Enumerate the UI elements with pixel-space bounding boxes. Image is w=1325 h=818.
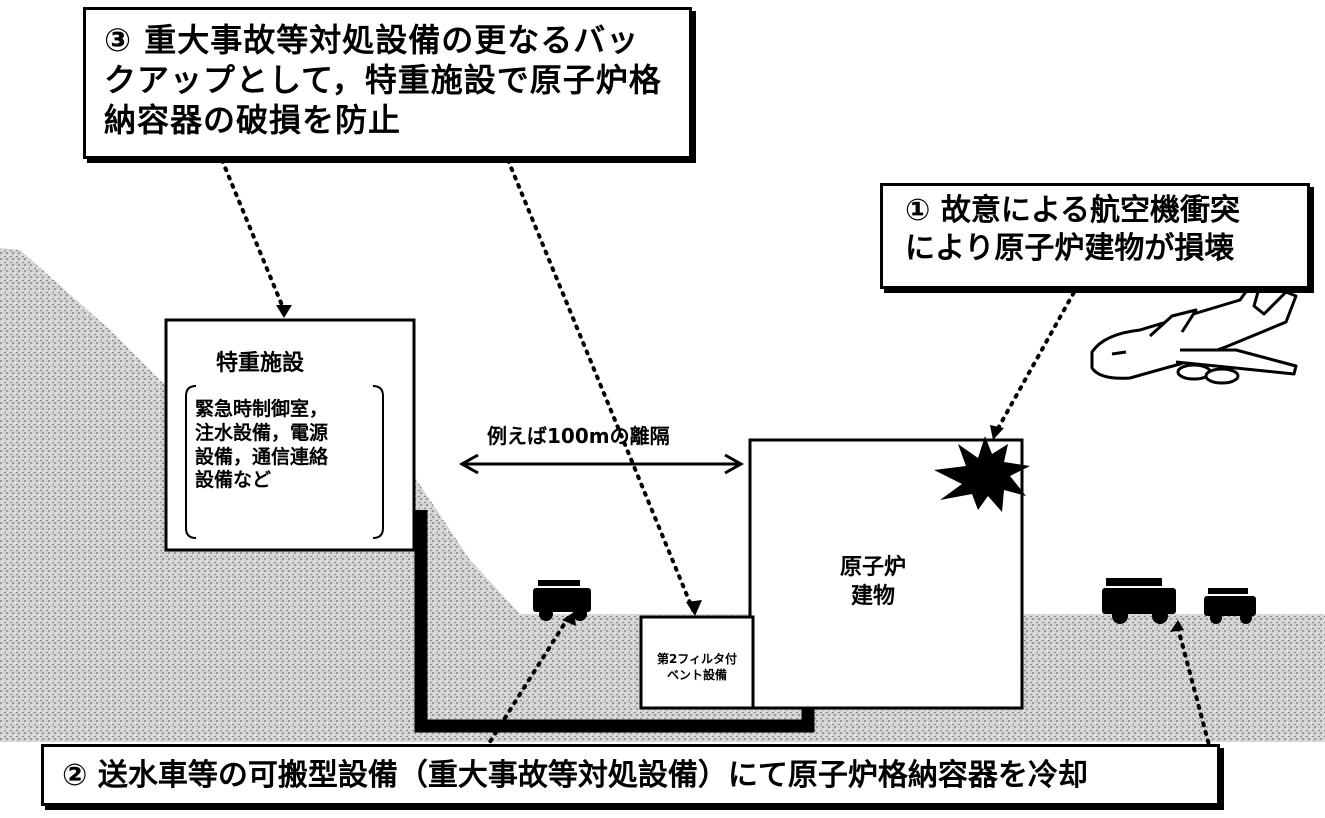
- leader-two-to-truck-left: [474, 616, 570, 766]
- callout-three: ③ 重大事故等対処設備の更なるバッ クアップとして，特重施設で原子炉格 納容器の…: [83, 7, 692, 159]
- leader-arrowhead: [686, 600, 702, 616]
- reactor-label: 原子炉 建物: [840, 555, 907, 609]
- leader-lines: [220, 158, 1215, 766]
- fire-truck-icon: [533, 580, 591, 621]
- leader-arrowhead: [276, 305, 292, 318]
- fire-truck-icon: [1102, 578, 1176, 624]
- distance-arrowhead-right: [724, 453, 745, 475]
- leader-three-to-vent: [506, 158, 695, 612]
- vent-label: 第2フィルタ付 ベント設備: [656, 652, 738, 682]
- facility-items: 緊急時制御室， 注水設備，電源 設備，通信連絡 設備など: [195, 398, 329, 492]
- bracket-right: [372, 385, 384, 539]
- callout-two: ② 送水車等の可搬型設備（重大事故等対処設備）にて原子炉格納容器を冷却: [41, 744, 1220, 806]
- callout-one: ① 故意による航空機衝突 により原子炉建物が損壊: [880, 183, 1310, 289]
- bracket-left: [185, 385, 197, 539]
- airplane-icon: [1090, 284, 1298, 385]
- facility-title: 特重施設: [216, 351, 305, 376]
- leader-arrowhead: [562, 612, 576, 626]
- vent-facility: [639, 615, 755, 710]
- special-facility-box: [164, 318, 416, 552]
- distance-label: 例えば100mの離隔: [487, 424, 670, 448]
- distance-arrowhead-left: [458, 453, 479, 475]
- fire-truck-icon: [1204, 588, 1256, 624]
- leader-three-to-facility: [220, 158, 286, 312]
- callout-three-text: ③ 重大事故等対処設備の更なるバッ クアップとして，特重施設で原子炉格 納容器の…: [104, 21, 662, 139]
- leader-one-to-reactor: [994, 283, 1080, 434]
- connection-pipe: [414, 510, 815, 733]
- leader-arrowhead: [990, 425, 1004, 440]
- explosion-icon: [934, 436, 1030, 512]
- callout-one-text: ① 故意による航空機衝突 により原子炉建物が損壊: [905, 193, 1240, 266]
- callout-two-text: ② 送水車等の可搬型設備（重大事故等対処設備）にて原子炉格納容器を冷却: [62, 758, 1088, 793]
- leader-arrowhead: [1170, 620, 1184, 632]
